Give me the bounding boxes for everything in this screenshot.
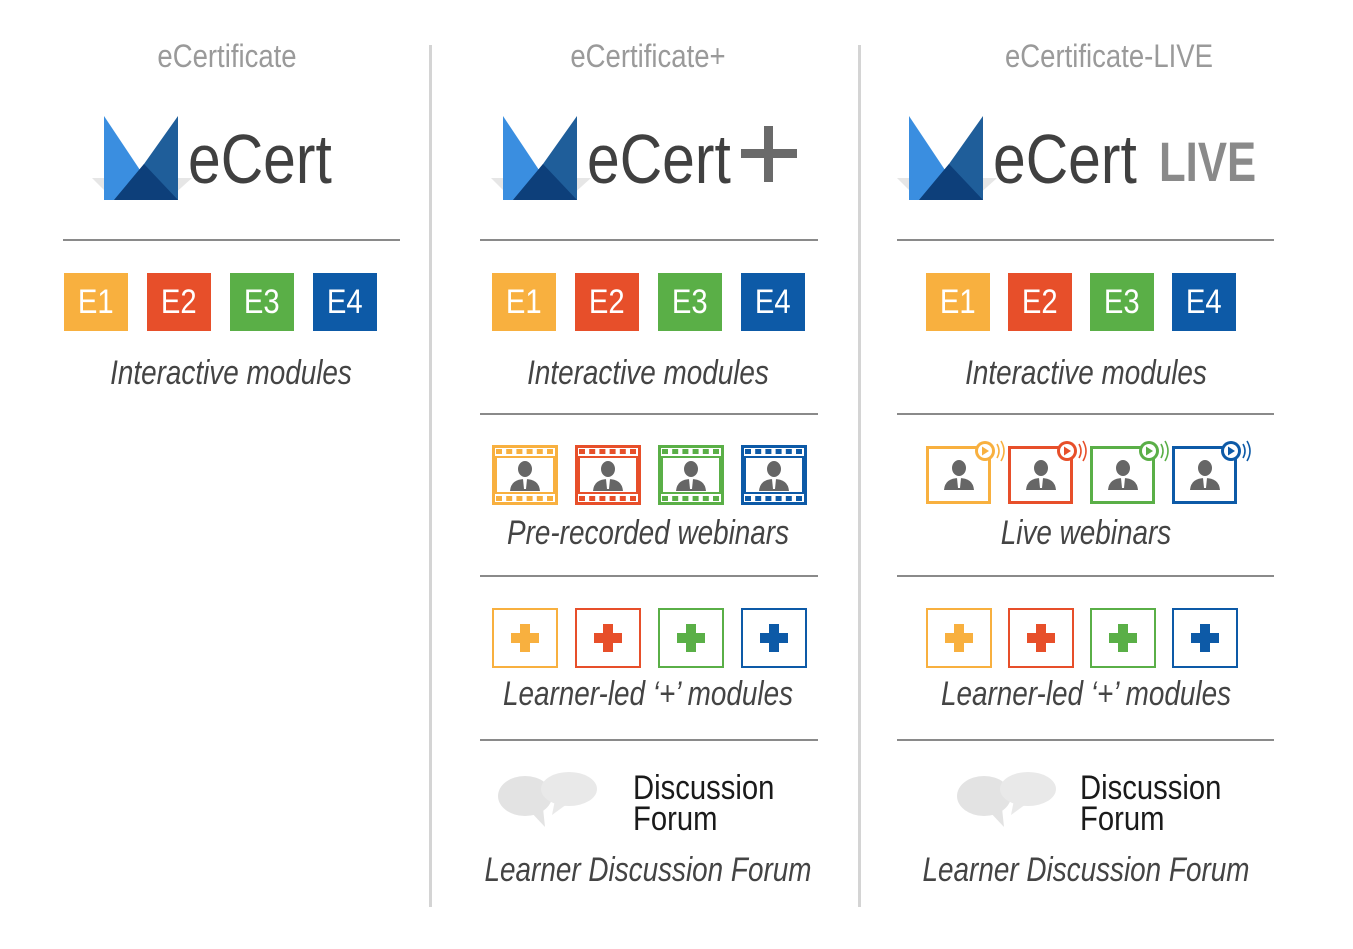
- forum-label-line-2: Forum: [1080, 800, 1165, 838]
- live-broadcast-person-icon: [926, 439, 1006, 510]
- logo-suffix-text: LIVE: [1159, 130, 1257, 193]
- module-tile-label: E2: [161, 282, 197, 321]
- plus-box-icon: [575, 608, 641, 673]
- module-tile-label: E2: [589, 282, 625, 321]
- module-tile-e1: E1: [926, 273, 990, 331]
- module-tile-e3: E3: [1090, 273, 1154, 331]
- column-divider: [429, 45, 432, 907]
- live-broadcast-person-icon: [1008, 439, 1088, 510]
- module-tile-e4: E4: [1172, 273, 1236, 331]
- module-tile-e1: E1: [492, 273, 556, 331]
- section-divider: [897, 413, 1274, 415]
- live-broadcast-person-icon: [1090, 439, 1170, 510]
- plus-box-icon: [741, 608, 807, 673]
- forum-label-line-1: Discussion: [633, 769, 775, 807]
- module-tile-label: E4: [1186, 282, 1222, 321]
- section-caption: Interactive modules: [110, 354, 352, 392]
- module-tile-label: E2: [1022, 282, 1058, 321]
- module-tile-label: E4: [327, 282, 363, 321]
- forum-label-line-1: Discussion: [1080, 769, 1222, 807]
- section-divider: [897, 575, 1274, 577]
- filmstrip-person-icon: [492, 445, 558, 510]
- logo-wordmark: eCert: [587, 120, 731, 198]
- module-tile-label: E1: [78, 282, 114, 321]
- plus-box-icon: [1008, 608, 1074, 673]
- module-tile-e3: E3: [658, 273, 722, 331]
- ecert-logo-mark-icon: [897, 116, 997, 200]
- section-caption: Learner-led ‘+’ modules: [940, 675, 1232, 713]
- module-tile-label: E3: [1104, 282, 1140, 321]
- plus-box-icon: [492, 608, 558, 673]
- section-caption: Learner Discussion Forum: [484, 851, 812, 889]
- plus-box-icon: [1172, 608, 1238, 673]
- section-caption: Interactive modules: [965, 354, 1207, 392]
- speech-bubbles-icon: [956, 772, 1060, 837]
- speech-bubbles-icon: [497, 772, 601, 837]
- section-caption: Learner Discussion Forum: [922, 851, 1250, 889]
- module-tile-label: E4: [755, 282, 791, 321]
- ecert-logo-mark-icon: [92, 116, 192, 200]
- module-tile-label: E1: [506, 282, 542, 321]
- module-tile-e2: E2: [1008, 273, 1072, 331]
- forum-label-line-2: Forum: [633, 800, 718, 838]
- logo-plus-icon: [741, 126, 797, 182]
- module-tile-e3: E3: [230, 273, 294, 331]
- plus-box-icon: [1090, 608, 1156, 673]
- section-caption: Interactive modules: [527, 354, 769, 392]
- filmstrip-person-icon: [575, 445, 641, 510]
- section-caption: Live webinars: [1000, 514, 1172, 552]
- section-divider: [897, 239, 1274, 241]
- section-caption: Pre-recorded webinars: [506, 514, 790, 552]
- logo-wordmark: eCert: [993, 120, 1137, 198]
- logo-suffix-text: +: [751, 128, 786, 197]
- section-divider: [63, 239, 400, 241]
- column-title: eCertificate+: [570, 38, 726, 74]
- ecert-logo: eCert: [92, 108, 472, 208]
- module-tile-e1: E1: [64, 273, 128, 331]
- live-broadcast-person-icon: [1172, 439, 1252, 510]
- section-caption: Learner-led ‘+’ modules: [502, 675, 794, 713]
- plus-box-icon: [926, 608, 992, 673]
- filmstrip-person-icon: [658, 445, 724, 510]
- section-divider: [897, 739, 1274, 741]
- plus-box-icon: [658, 608, 724, 673]
- module-tile-label: E3: [244, 282, 280, 321]
- ecert-logo: eCert +: [491, 108, 871, 208]
- module-tile-label: E1: [940, 282, 976, 321]
- logo-wordmark: eCert: [188, 120, 332, 198]
- section-divider: [480, 575, 818, 577]
- section-divider: [480, 413, 818, 415]
- module-tile-label: E3: [672, 282, 708, 321]
- ecert-logo-mark-icon: [491, 116, 591, 200]
- section-divider: [480, 739, 818, 741]
- column-title: eCertificate-LIVE: [1004, 38, 1214, 74]
- column-title: eCertificate: [157, 38, 297, 74]
- filmstrip-person-icon: [741, 445, 807, 510]
- module-tile-e2: E2: [575, 273, 639, 331]
- ecert-logo: eCert LIVE: [897, 108, 1277, 208]
- column-divider: [858, 45, 861, 907]
- module-tile-e4: E4: [741, 273, 805, 331]
- module-tile-e2: E2: [147, 273, 211, 331]
- module-tile-e4: E4: [313, 273, 377, 331]
- section-divider: [480, 239, 818, 241]
